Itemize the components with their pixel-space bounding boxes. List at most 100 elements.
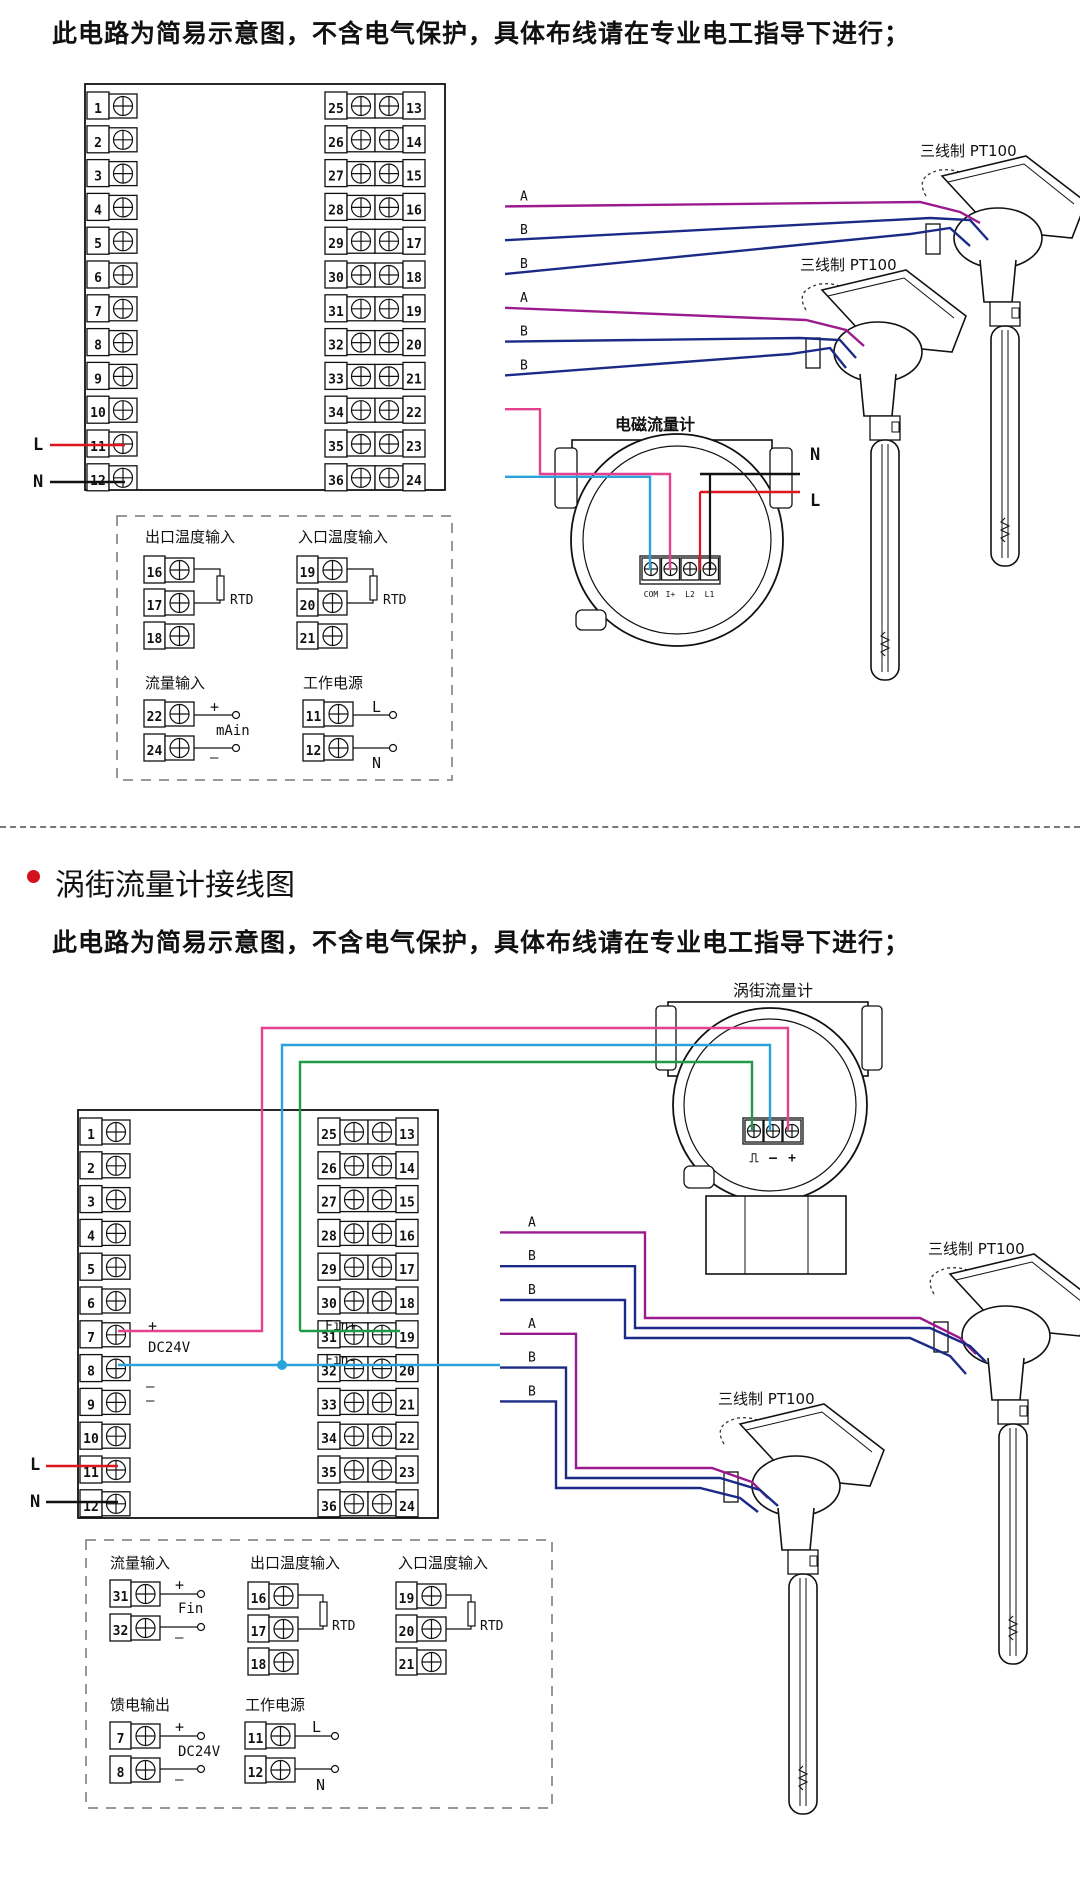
d1-screw-b-29 [374, 228, 404, 254]
d1-meter-l: L [810, 491, 820, 511]
d2-wire-label-5: B [528, 1384, 536, 1399]
d2-legend-feed-minus: — [175, 1772, 184, 1788]
d2-screw-2 [101, 1153, 131, 1179]
d1-term-18-box [402, 260, 426, 289]
d1-legend-rtd-a-top [194, 568, 221, 576]
d1-term-16-box [402, 192, 426, 222]
d1-screw-b-32 [374, 329, 404, 356]
d1-meter-n: N [810, 445, 820, 465]
caption-top: 此电路为简易示意图，不含电气保护，具体布线请在专业电工指导下进行； [52, 19, 911, 48]
d2-legend-rtd-a-bottom [298, 1626, 324, 1630]
d1-term-4: 4 [94, 203, 102, 218]
d1-legend-power-11-screw [323, 701, 354, 727]
d1-screw-6 [108, 262, 138, 288]
d2-power-n-label: N [30, 1492, 40, 1512]
d2-legend-feed-out: 馈电输出 [110, 1696, 170, 1714]
d2-term-7: 7 [87, 1331, 95, 1346]
d1-legend-mAin: mAin [216, 723, 250, 739]
d2-vortex-symbol-2: + [788, 1151, 796, 1166]
d2-term-10: 10 [83, 1432, 99, 1447]
d1-legend-plus: + [210, 698, 219, 716]
d1-screw-b-36 [374, 465, 404, 491]
d2-screw-36 [339, 1491, 369, 1517]
d1-pt100-top-tag [1011, 307, 1020, 319]
d1-legend-out-2: 18 [147, 632, 163, 647]
d2-screw-7 [101, 1322, 131, 1348]
d1-screw-29 [346, 228, 376, 254]
d1-wire-label-1: B [520, 223, 528, 238]
d1-term-15-box [402, 158, 426, 188]
d1-legend-in-1: 20 [300, 599, 316, 614]
d2-screw-b-28 [367, 1220, 397, 1247]
d1-legend-in-0-screw [317, 557, 348, 583]
d2-pt100-bottom-label: 三线制 PT100 [718, 1390, 815, 1408]
d2-term-4: 4 [87, 1229, 95, 1244]
d2-screw-10 [101, 1423, 131, 1449]
d1-legend-out-0: 16 [147, 566, 163, 581]
d2-vortex-stem [705, 1195, 847, 1275]
d2-legend-rtd-b-top [446, 1594, 472, 1602]
d1-pt100-top-rtd-element [999, 517, 1011, 543]
d1-legend-rtd-resistor-b [369, 575, 378, 601]
d1-screw-33 [346, 363, 376, 390]
d2-screw-9 [101, 1389, 131, 1416]
d2-legend-in-1-screw [416, 1616, 447, 1642]
d1-legend-rtd-a: RTD [230, 593, 254, 608]
d1-term-15: 15 [406, 170, 422, 185]
d1-screw-10 [108, 397, 138, 423]
d2-pt100-top-dash [929, 1267, 977, 1295]
d1-term-18: 18 [406, 271, 422, 286]
d2-legend-out-temp: 出口温度输入 [250, 1554, 340, 1572]
d2-legend-fin: Fin [178, 1601, 203, 1617]
d2-legend-flow-31: 31 [113, 1590, 129, 1605]
d1-meter-term-1: I+ [666, 590, 676, 599]
d1-term-17-box [402, 226, 426, 255]
d2-term-13: 13 [399, 1128, 415, 1143]
d1-pt100-mid-dash [801, 283, 849, 311]
d1-screw-b-31 [374, 296, 404, 322]
d2-wire-4 [500, 1366, 779, 1507]
d2-screw-11 [101, 1457, 131, 1483]
d2-vortex-screw-0 [744, 1119, 764, 1143]
d1-term-24-box [402, 463, 426, 492]
d2-wire-label-2: B [528, 1283, 536, 1298]
d1-legend-power-l: L [372, 698, 381, 716]
d1-pt100-mid-tag [891, 421, 900, 433]
d2-term-31: 31 [321, 1331, 337, 1346]
d2-screw-34 [339, 1423, 369, 1449]
d1-term-22-box [402, 395, 426, 424]
d2-legend-rtd-a-top [298, 1594, 324, 1602]
d2-term-18-box [395, 1286, 419, 1315]
d2-vortex-lug [683, 1165, 715, 1189]
bullet-dot [27, 870, 40, 883]
d2-junction-dot [277, 1360, 287, 1370]
d1-power-n-label: N [33, 472, 43, 492]
d2-term-19-box [395, 1320, 419, 1349]
d2-screw-b-34 [367, 1423, 397, 1449]
d1-term-7: 7 [94, 305, 102, 320]
d1-legend-in-2: 21 [300, 632, 316, 647]
d1-screw-28 [346, 194, 376, 221]
d2-pt100-top-neck [987, 1357, 1025, 1401]
d2-legend-in-temp: 入口温度输入 [398, 1554, 488, 1572]
d1-term-20-box [402, 327, 426, 357]
d2-legend-flow-in: 流量输入 [110, 1554, 170, 1572]
d1-term-5: 5 [94, 237, 102, 252]
d2-term-8: 8 [87, 1365, 95, 1380]
d2-pt100-bottom-tag [809, 1555, 818, 1567]
d1-pt100-top-dash [921, 169, 969, 197]
d2-legend-feed-8: 8 [117, 1766, 125, 1781]
d2-screw-25 [339, 1119, 369, 1145]
d2-wire-5 [500, 1400, 759, 1513]
d1-pt100-mid-probe [870, 439, 900, 681]
d1-legend-power: 工作电源 [303, 674, 363, 692]
d1-legend-power-n: N [372, 754, 381, 772]
d2-screw-6 [101, 1288, 131, 1314]
d1-wire-label-2: B [520, 257, 528, 272]
d2-legend-fin-plus-node [196, 1589, 206, 1599]
d1-term-21: 21 [406, 372, 422, 387]
d1-wire-4 [504, 336, 857, 359]
d2-legend-flow-32: 32 [113, 1624, 129, 1639]
d2-term-13-box [395, 1117, 419, 1146]
d1-screw-7 [108, 296, 138, 322]
